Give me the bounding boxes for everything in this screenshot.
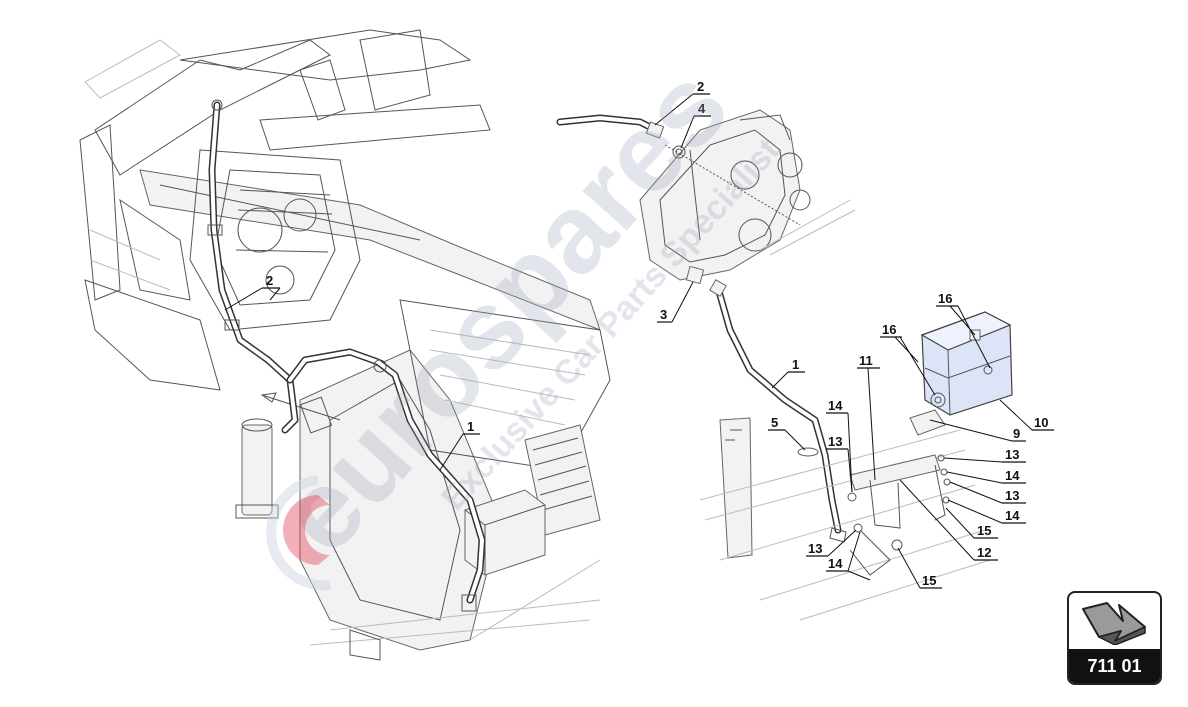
left-hose-routing bbox=[207, 99, 486, 612]
callout-13-a: 13 bbox=[828, 434, 842, 449]
diagram-code: 711 01 bbox=[1069, 649, 1160, 683]
callout-2-top: 2 bbox=[697, 79, 704, 94]
callout-13-d: 13 bbox=[808, 541, 822, 556]
callout-14-d: 14 bbox=[828, 556, 843, 571]
watermark-brand: eurospares bbox=[255, 44, 752, 576]
callout-13-b: 13 bbox=[1005, 447, 1019, 462]
right-hose bbox=[709, 279, 847, 543]
callout-16-a: 16 bbox=[938, 291, 952, 306]
top-hose bbox=[556, 114, 705, 285]
callout-labels: 2 1 2 4 3 1 5 14 13 11 16 16 10 9 13 14 … bbox=[266, 79, 1048, 588]
connector-panel-drawing bbox=[639, 109, 856, 281]
callout-5-right: 5 bbox=[771, 415, 778, 430]
callout-1-left: 1 bbox=[467, 419, 474, 434]
callout-1-right: 1 bbox=[792, 357, 799, 372]
washer-assembly-drawing bbox=[699, 311, 1013, 621]
callout-14-a: 14 bbox=[828, 398, 843, 413]
callout-9: 9 bbox=[1013, 426, 1020, 441]
callout-14-b: 14 bbox=[1005, 468, 1020, 483]
callout-12: 12 bbox=[977, 545, 991, 560]
callout-15-b: 15 bbox=[922, 573, 936, 588]
callout-10: 10 bbox=[1034, 415, 1048, 430]
callout-4-top: 4 bbox=[698, 101, 706, 116]
leader-lines bbox=[224, 93, 1054, 589]
callout-2-left-upper: 2 bbox=[266, 273, 273, 288]
callout-16-b: 16 bbox=[882, 322, 896, 337]
diagram-reference-badge: 711 01 bbox=[1067, 591, 1162, 685]
callout-11: 11 bbox=[859, 353, 873, 368]
callout-3-mid: 3 bbox=[660, 307, 667, 322]
callout-13-c: 13 bbox=[1005, 488, 1019, 503]
callout-15-a: 15 bbox=[977, 523, 991, 538]
watermark-logo-icon bbox=[266, 475, 331, 591]
arrow-right-icon bbox=[1082, 602, 1146, 645]
callout-14-c: 14 bbox=[1005, 508, 1020, 523]
